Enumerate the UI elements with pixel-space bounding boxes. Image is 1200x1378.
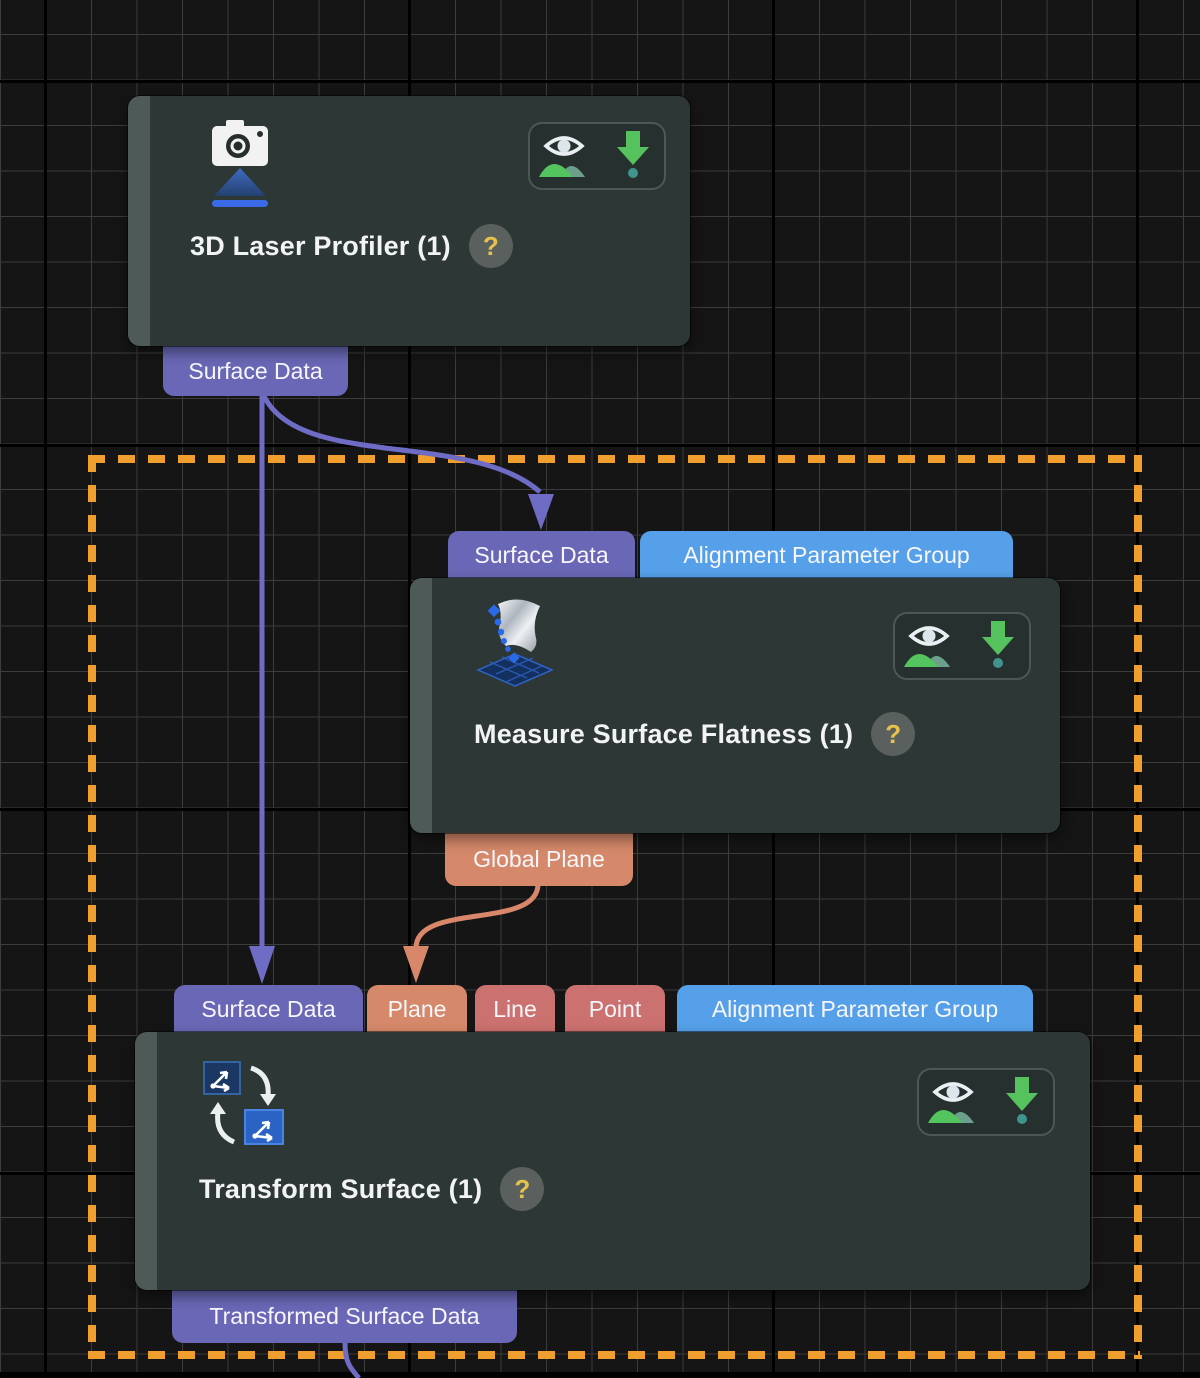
preview-eye-icon <box>537 129 587 179</box>
preview-eye-button[interactable] <box>902 619 952 674</box>
port-in-point[interactable]: Point <box>565 985 665 1032</box>
node-toolbar <box>893 612 1031 680</box>
help-button[interactable]: ? <box>469 224 513 268</box>
wire-arrowhead-surface-transform <box>249 946 275 984</box>
port-in-alignment-parameter-group-flatness[interactable]: Alignment Parameter Group <box>640 531 1013 578</box>
help-button[interactable]: ? <box>500 1167 544 1211</box>
preview-eye-button[interactable] <box>537 129 587 184</box>
port-in-surface-data-flatness[interactable]: Surface Data <box>448 531 635 578</box>
download-result-button[interactable] <box>998 1075 1046 1130</box>
download-result-button[interactable] <box>609 129 657 184</box>
node-title: Measure Surface Flatness (1) <box>474 719 853 750</box>
node-transform-surface[interactable]: Transform Surface (1) ? <box>135 1032 1090 1290</box>
transform-surface-icon <box>198 1058 288 1150</box>
download-result-icon <box>998 1075 1046 1125</box>
node-measure-surface-flatness[interactable]: Measure Surface Flatness (1) ? <box>410 578 1060 833</box>
preview-eye-icon <box>926 1075 976 1125</box>
preview-eye-button[interactable] <box>926 1075 976 1130</box>
node-accent-strip <box>410 578 432 833</box>
node-toolbar <box>917 1068 1055 1136</box>
port-out-surface-data-laser[interactable]: Surface Data <box>163 346 348 396</box>
download-result-button[interactable] <box>974 619 1022 674</box>
port-in-surface-data-transform[interactable]: Surface Data <box>174 985 363 1032</box>
wire-transformed-surface-out <box>345 1343 359 1378</box>
wire-arrowhead-surface-flatness <box>528 494 554 530</box>
3d-laser-profiler-camera-icon <box>208 116 272 208</box>
surface-flatness-icon <box>474 594 556 690</box>
node-title: 3D Laser Profiler (1) <box>190 231 451 262</box>
wire-globalplane-to-plane <box>416 884 538 948</box>
port-out-global-plane[interactable]: Global Plane <box>445 833 633 886</box>
wire-surface-to-flatness <box>264 396 540 492</box>
preview-eye-icon <box>902 619 952 669</box>
node-3d-laser-profiler[interactable]: 3D Laser Profiler (1) ? <box>128 96 690 346</box>
wire-arrowhead-plane <box>403 946 429 983</box>
port-in-plane[interactable]: Plane <box>367 985 467 1032</box>
port-in-alignment-parameter-group-transform[interactable]: Alignment Parameter Group <box>677 985 1033 1032</box>
port-in-line[interactable]: Line <box>475 985 555 1032</box>
port-out-transformed-surface-data[interactable]: Transformed Surface Data <box>172 1290 517 1343</box>
node-title: Transform Surface (1) <box>199 1174 482 1205</box>
download-result-icon <box>609 129 657 179</box>
node-toolbar <box>528 122 666 190</box>
node-accent-strip <box>135 1032 157 1290</box>
help-button[interactable]: ? <box>871 712 915 756</box>
download-result-icon <box>974 619 1022 669</box>
node-accent-strip <box>128 96 150 346</box>
